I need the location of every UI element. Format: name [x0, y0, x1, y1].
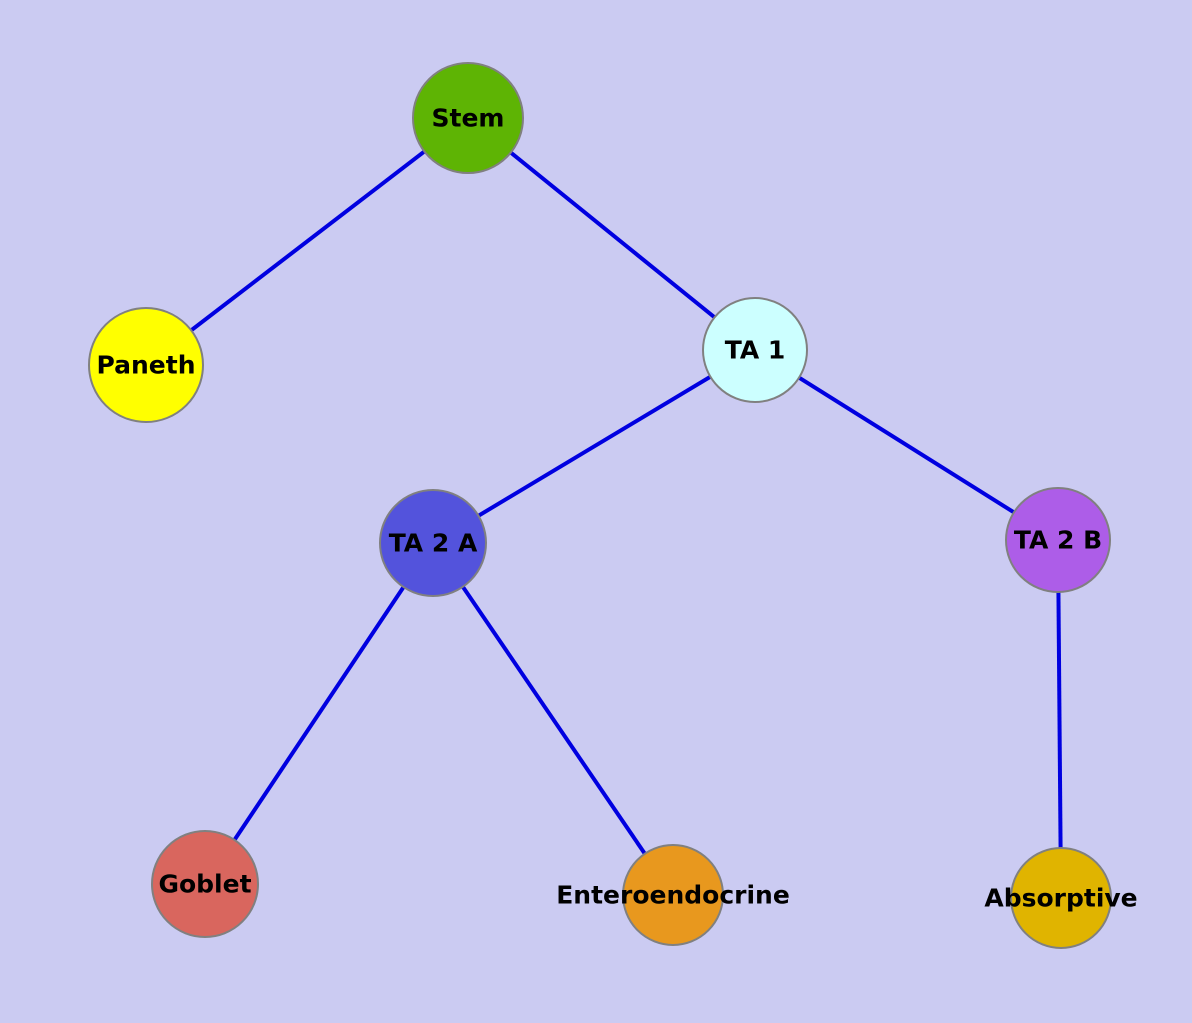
node-ta2a[interactable]: TA 2 A	[379, 489, 487, 597]
edge-ta2a-goblet	[203, 541, 435, 886]
node-circle-enteroendocrine[interactable]	[622, 844, 724, 946]
node-enteroendocrine[interactable]: Enteroendocrine	[556, 844, 790, 946]
node-goblet[interactable]: Goblet	[151, 830, 259, 938]
edge-stem-ta1	[466, 116, 757, 352]
node-circle-paneth[interactable]	[88, 307, 204, 423]
edge-stem-paneth	[144, 116, 470, 367]
edge-ta2b-absorptive	[1056, 539, 1063, 899]
node-ta2b[interactable]: TA 2 B	[1005, 487, 1111, 593]
edge-ta1-ta2a	[431, 348, 757, 545]
node-stem[interactable]: Stem	[412, 62, 524, 174]
node-circle-ta2a[interactable]	[379, 489, 487, 597]
node-circle-stem[interactable]	[412, 62, 524, 174]
node-absorptive[interactable]: Absorptive	[984, 847, 1138, 949]
node-ta1[interactable]: TA 1	[702, 297, 808, 403]
edge-ta2a-enteroendocrine	[431, 541, 675, 897]
node-circle-absorptive[interactable]	[1010, 847, 1112, 949]
node-circle-goblet[interactable]	[151, 830, 259, 938]
node-paneth[interactable]: Paneth	[88, 307, 204, 423]
node-circle-ta2b[interactable]	[1005, 487, 1111, 593]
edge-ta1-ta2b	[753, 348, 1060, 542]
node-circle-ta1[interactable]	[702, 297, 808, 403]
